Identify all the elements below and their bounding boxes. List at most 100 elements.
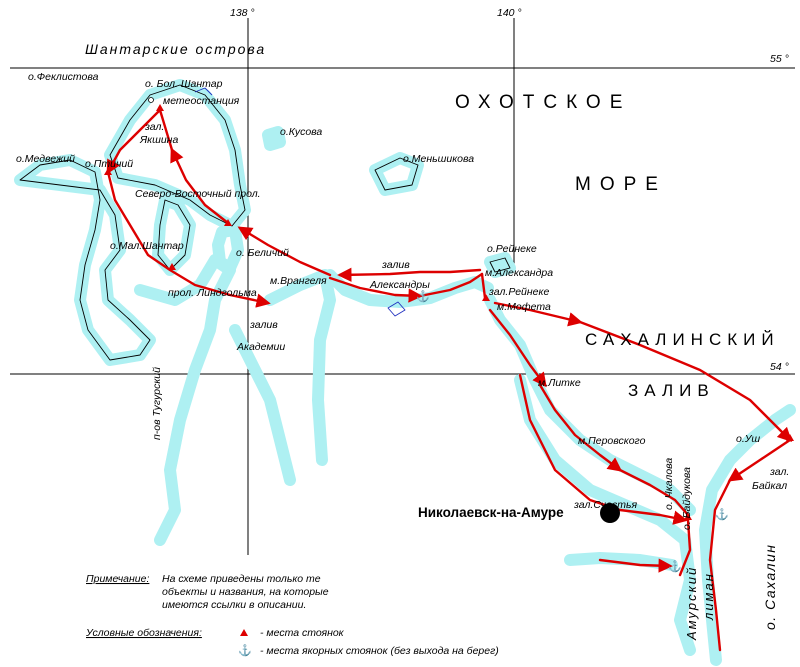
sea-okhotsk-2: МОРЕ — [575, 174, 667, 195]
kusova-coast — [262, 126, 286, 151]
route-segment-ptichiy-up — [158, 108, 174, 152]
sea-sakhalin-2: ЗАЛИВ — [628, 381, 715, 400]
reineke-outline — [489, 257, 511, 273]
sakhalin-coast — [699, 404, 796, 666]
label-zaliv-alexandry-2: Александры — [369, 279, 430, 291]
lake — [387, 301, 406, 317]
route — [106, 108, 793, 652]
label-baidukova: о. Байдукова — [681, 467, 693, 530]
stop-marker[interactable] — [482, 294, 490, 301]
meteostation-river — [194, 87, 213, 96]
label-zaliv-akademii-1: залив — [249, 319, 278, 331]
stop-marker[interactable] — [168, 263, 176, 270]
label-o-ush: о.Уш — [736, 433, 760, 445]
route-segment-sakhalin-down — [727, 438, 792, 482]
label-zal-baikal-2: Байкал — [752, 480, 787, 492]
label-zaliv-alexandry-1: залив — [381, 259, 410, 271]
akademii-east-coast — [264, 269, 336, 466]
anchor-markers: ⚓ ⚓ ⚓ — [416, 290, 729, 573]
label-m-alexandra: м.Александра — [485, 267, 553, 279]
stop-marker[interactable] — [156, 104, 164, 111]
anchor-icon[interactable]: ⚓ — [416, 290, 430, 303]
lat-54-label: 54 ° — [770, 361, 789, 373]
label-mal-shantar: о.Мал.Шантар — [110, 240, 184, 252]
label-nord-east-strait: Северо-Восточный прол. — [135, 188, 261, 200]
amur-river — [564, 552, 678, 571]
legend-title: Условные обозначения: — [85, 627, 202, 639]
legend-stop-icon — [240, 629, 248, 636]
route-segment-alexandra-bay — [337, 267, 482, 282]
label-zal-baikal-1: зал. — [769, 466, 789, 478]
route-segment-yakshina — [106, 108, 162, 175]
label-m-litke: м.Литке — [538, 377, 581, 389]
label-prol-lindgolma: прол. Линдгольма — [168, 287, 257, 299]
akademii-inner — [229, 324, 296, 486]
sea-sakhalin-1: САХАЛИНСКИЙ — [585, 330, 780, 349]
stop-marker[interactable] — [224, 219, 232, 226]
mainland-west-coast — [134, 254, 236, 546]
meteostation-icon — [148, 97, 154, 103]
lon-138-label: 138 ° — [230, 7, 255, 19]
route-segment-ptichiy-south — [106, 170, 271, 308]
label-m-perovskogo: м.Перовского — [578, 435, 646, 447]
label-ptichiy: о.Птичий — [85, 158, 133, 170]
legend: Условные обозначения: - места стоянок ⚓ … — [85, 627, 499, 657]
route-segment-reineke — [480, 272, 487, 300]
route-segment-perovskogo-south — [618, 468, 690, 517]
note-line-1: На схеме приведены только те — [162, 573, 321, 585]
route-segment-amur-mouth — [598, 558, 673, 573]
note-line-2: объекты и названия, на которые — [162, 586, 329, 598]
route-segment-vrangel — [237, 226, 332, 277]
route-segment-alexandry-out — [418, 272, 484, 298]
note-block: Примечание: На схеме приведены только те… — [86, 573, 329, 611]
mal-shantar-outline — [157, 199, 191, 271]
route-segment-liman — [678, 518, 692, 577]
lat-55-label: 55 ° — [770, 53, 789, 65]
label-zal-schastya: зал.Счастья — [573, 499, 637, 511]
label-amur-liman-1: Амурский — [684, 566, 699, 641]
anchor-icon[interactable]: ⚓ — [715, 508, 729, 521]
stop-marker[interactable] — [684, 513, 692, 520]
label-zaliv-akademii-2: Академии — [236, 341, 285, 353]
label-zal-yakshina-2: Якшина — [139, 134, 178, 146]
label-belichiy: о. Беличий — [236, 247, 289, 259]
label-feklistova: о.Феклистова — [28, 71, 99, 83]
label-sakhalin: о. Сахалин — [762, 544, 778, 630]
label-zal-yakshina-1: зал. — [144, 121, 164, 133]
route-segment-litke-perovskogo — [538, 383, 623, 472]
note-title: Примечание: — [86, 573, 149, 585]
label-menshikova: о.Меньшикова — [403, 153, 474, 165]
route-segment-mofeta-south — [488, 308, 547, 388]
legend-anchor-text: - места якорных стоянок (без выхода на б… — [260, 645, 499, 657]
anchor-icon[interactable]: ⚓ — [668, 560, 682, 573]
route-segment-mofeta-east — [493, 301, 583, 327]
route-segment-bay-crossing — [578, 320, 793, 443]
route-segment-alexandry-inner — [328, 276, 423, 303]
feklistova-coast — [14, 154, 156, 366]
legend-anchor-icon: ⚓ — [238, 644, 252, 657]
label-chkalova: о. Чкалова — [663, 458, 675, 510]
label-kusova: о.Кусова — [280, 126, 322, 138]
label-nikolaevsk: Николаевск-на-Амуре — [418, 505, 564, 520]
city-icon — [600, 503, 620, 523]
legend-stop-text: - места стоянок — [260, 627, 345, 639]
route-segment-shantar — [170, 147, 230, 225]
label-reineke-island: о.Рейнеке — [487, 243, 537, 255]
stop-markers — [104, 104, 794, 520]
feklistova-outline — [19, 159, 151, 361]
label-shantar-islands: Шантарские острова — [85, 41, 266, 57]
label-medvezhiy: о.Медвежий — [16, 153, 75, 165]
coordinate-grid — [10, 18, 795, 555]
route-segment-amur-west — [518, 373, 688, 525]
label-bol-shantar: о. Бол. Шантар — [145, 78, 223, 90]
menshikova-outline — [374, 157, 419, 191]
label-tugur: п-ов Тугурский — [151, 367, 163, 440]
label-amur-liman-2: лиман — [701, 572, 716, 621]
sakhalin-bay-west-coast — [484, 294, 696, 516]
label-meteostation: метеостанция — [163, 95, 240, 107]
stop-marker[interactable] — [104, 168, 112, 175]
stop-marker[interactable] — [786, 434, 794, 441]
label-m-vrangelya: м.Врангеля — [270, 275, 327, 287]
label-m-mofeta: м.Мофета — [497, 301, 551, 313]
